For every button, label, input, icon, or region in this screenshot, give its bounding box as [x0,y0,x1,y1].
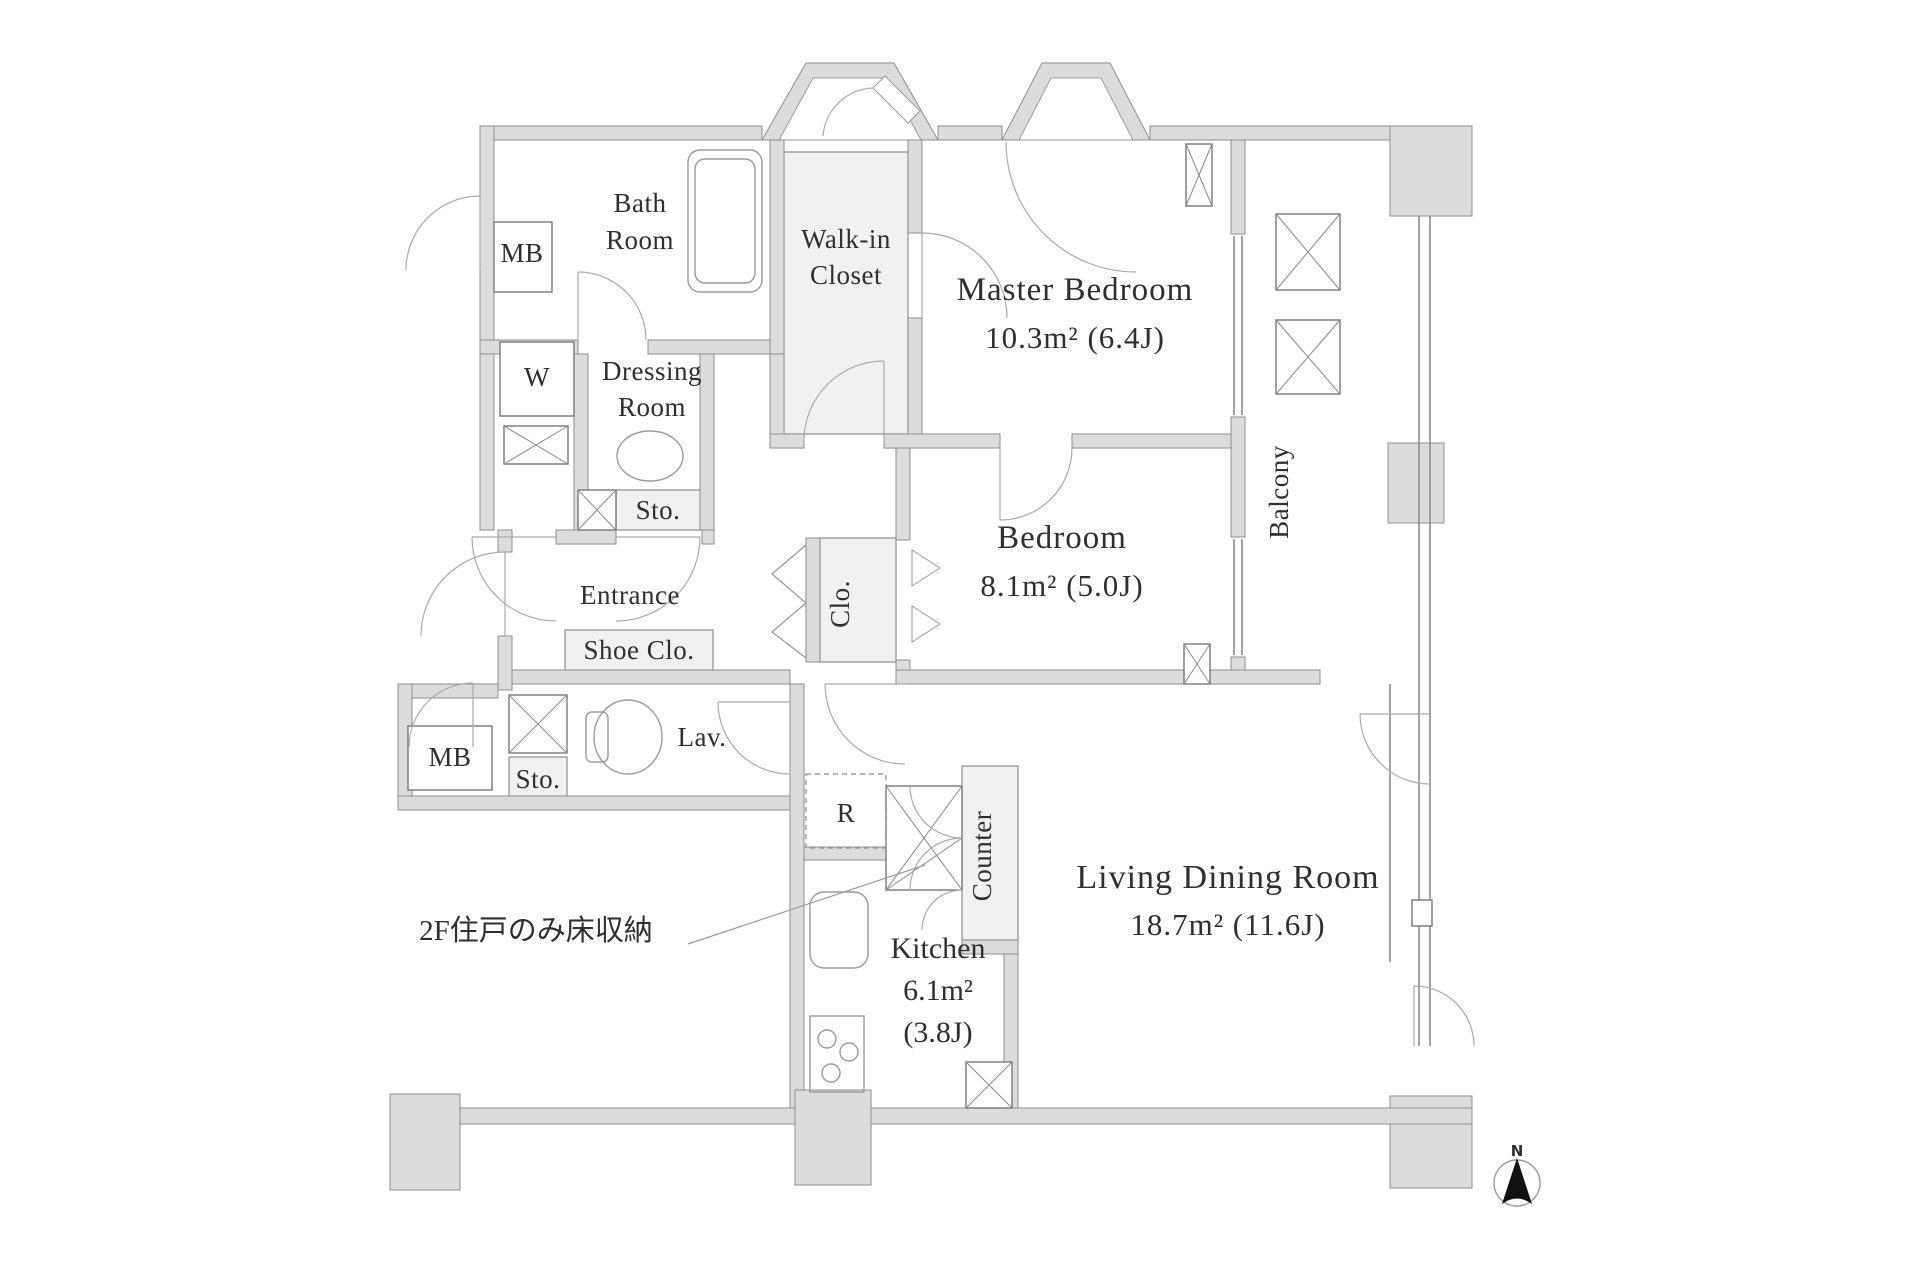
shoe-closet-box [564,629,714,671]
floor-storage-leader-line [687,864,926,945]
kitchen-passthrough-hatch [885,785,963,891]
walls [389,62,1473,1191]
bedroom-door [999,447,1073,521]
kitchen-counter-box [961,765,1019,941]
bedroom-closet-box [819,537,897,663]
master-bedroom-label: Master Bedroom [957,272,1194,308]
lavatory-label: Lav. [678,722,727,752]
kitchen-shaft-hatch [965,1061,1013,1109]
compass-needle-icon [1502,1158,1532,1204]
passthrough-fold-door-1 [909,785,963,839]
dressing-room-door [471,536,557,622]
balcony-label: Balcony [1264,445,1294,538]
bedroom-area: 8.1m² (5.0J) [980,568,1143,603]
bathtub [687,149,763,293]
refrigerator-label: R [837,798,856,828]
bedroom-closet-door-arrows [911,549,941,643]
north-bay-left-door [822,87,874,137]
kitchen-sink [809,891,869,969]
north-bay-right-door [1005,141,1137,273]
walk-in-closet-floor [783,151,909,435]
kitchen-label: Kitchen [891,932,986,965]
kitchen-tatami: (3.8J) [903,1016,972,1049]
window-sill-mark [1411,899,1433,927]
windows [1233,216,1433,1046]
walk-in-closet-door [921,232,1008,319]
ldk-hall-door [824,683,906,765]
bath-room-door [577,271,647,341]
lavatory-door [717,701,791,775]
bedroom-closet-label: Clo. [825,580,855,628]
hall-storage-label: Sto. [636,495,681,525]
master-shaft-hatch [1185,143,1213,207]
closet-fills [508,151,1019,941]
balcony-ac-unit-2 [1275,319,1341,395]
room-labels: MB Bath Room Walk-in Closet Master Bedro… [419,188,1379,1049]
meter-box-bottom-door [408,682,474,748]
meter-box-bottom-label: MB [428,742,471,772]
kitchen-stove [809,1015,865,1093]
balcony-door-upper [1359,713,1431,785]
terrace-door-lower [1413,985,1475,1047]
toilet [585,699,663,775]
pillar-east-mid [1387,442,1445,524]
corridor-closet-bifold [770,544,808,659]
hall-storage-door [615,536,701,622]
walk-in-closet-label-1: Walk-in [801,224,891,254]
hatch-boxes [503,143,1341,1109]
pillar-north-east [1389,125,1473,217]
kitchen-area: 6.1m² [903,974,973,1007]
washer-pan-hatch [503,425,569,465]
entrance-door [420,551,506,637]
bath-room-label-1: Bath [614,188,667,218]
compass-north-label: N [1511,1142,1524,1160]
meter-box-bottom-cabinet [407,725,493,791]
shoe-closet-label: Shoe Clo. [583,635,694,665]
washer-space [499,341,575,417]
dressing-sink [616,430,684,482]
doors [405,87,1475,1047]
walk-in-closet-label-2: Closet [810,260,882,290]
meter-box-top-cabinet [493,221,553,293]
passthrough-fold-door-2 [909,837,963,891]
lower-storage-label: Sto. [516,764,561,794]
meter-box-top-label: MB [500,238,543,268]
fixtures [407,75,921,1093]
dressing-room-label-1: Dressing [602,356,702,386]
pillar-south-west [389,1093,461,1191]
counter-label: Counter [967,811,997,902]
lower-storage-box [508,756,568,798]
hall-shaft-hatch [577,489,617,531]
bedroom-label: Bedroom [997,520,1127,556]
balcony-ac-unit-1 [1275,213,1341,291]
bath-room-label-2: Room [606,225,674,255]
master-bedroom-door [803,360,885,442]
north-bay-left-door-leaf [872,75,921,124]
floor-storage-note: 2F住戸のみ床収納 [419,914,653,947]
refrigerator-space [805,773,887,849]
compass: N [1493,1142,1541,1207]
living-dining-area: 18.7m² (11.6J) [1130,907,1325,942]
washer-label: W [524,362,550,392]
hall-storage-box [615,489,703,531]
passthrough-fold-door-3 [921,889,963,931]
meter-box-top-door [405,195,481,271]
entrance-label: Entrance [580,580,680,610]
lower-shaft-hatch [508,694,568,754]
dressing-room-label-2: Room [618,392,686,422]
pillar-south-mid [794,1089,872,1186]
master-bedroom-area: 10.3m² (6.4J) [985,320,1165,355]
bedroom-shaft-hatch [1183,643,1211,685]
living-dining-label: Living Dining Room [1076,859,1379,896]
